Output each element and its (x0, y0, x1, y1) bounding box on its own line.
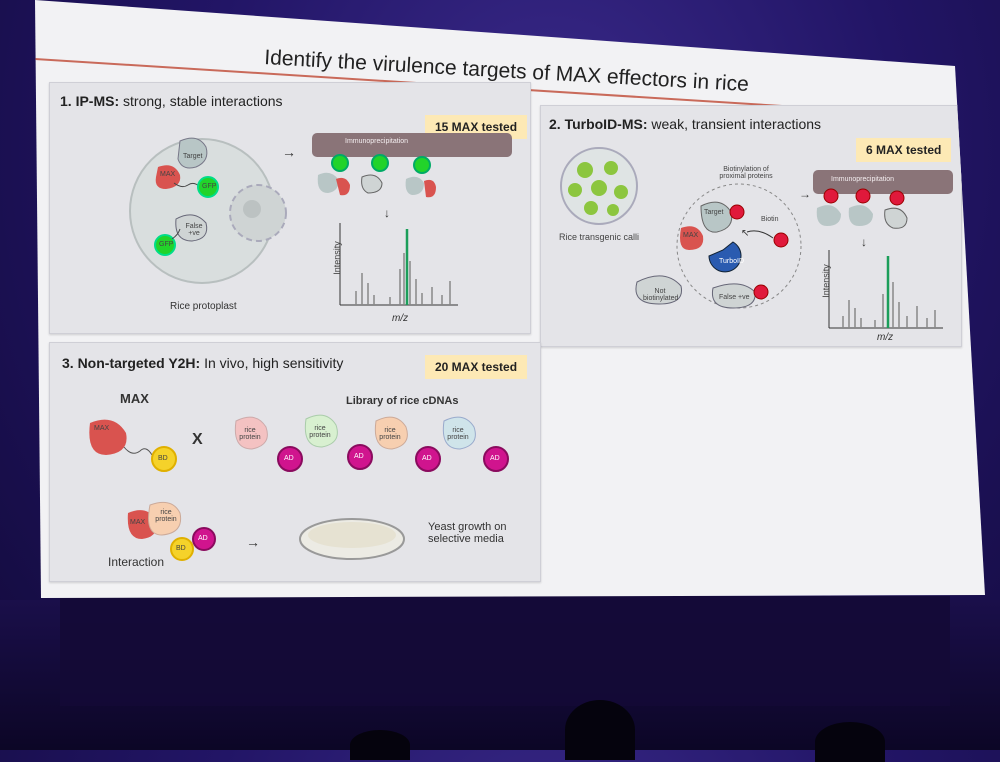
biotin-tag (729, 204, 745, 220)
stage-backdrop (60, 596, 950, 706)
ip-bar (312, 133, 512, 157)
false-positive-shape (711, 283, 756, 309)
y-axis-label: Intensity (820, 264, 831, 298)
rice-protein-label: rice protein (239, 427, 261, 441)
biotinylation-label: Biotinylation of proximal proteins (719, 166, 773, 180)
ad-label: AD (354, 453, 364, 460)
panel-turboid-ms: 2. TurboID-MS: weak, transient interacti… (540, 105, 962, 347)
max-label: MAX (160, 171, 176, 178)
ip-bar (813, 170, 953, 194)
x-axis-label: m/z (877, 332, 894, 343)
svg-text:→: → (246, 534, 260, 550)
panel-y2h: 3. Non-targeted Y2H: In vivo, high sensi… (49, 342, 541, 582)
library-heading: Library of rice cDNAs (346, 395, 459, 407)
svg-text:↓: ↓ (861, 235, 867, 249)
page-number: 6 (993, 563, 999, 574)
yeast-growth-caption: Yeast growth on selective media (428, 521, 507, 545)
audience-head (815, 722, 885, 762)
ad-label: AD (422, 455, 432, 462)
rice-protein-label: rice protein (379, 427, 401, 441)
max-label: MAX (94, 425, 110, 432)
ad-label: AD (198, 535, 208, 542)
y-axis-label: Intensity (331, 241, 342, 275)
ms-spectrum (842, 282, 936, 328)
ip-bar-label: Immunoprecipitation (345, 138, 409, 145)
target-protein-shape (177, 137, 208, 169)
calli-caption: Rice transgenic calli (559, 232, 640, 242)
panel-turboid-ms-title: 2. TurboID-MS: weak, transient interacti… (549, 116, 822, 132)
gfp-tag (154, 234, 176, 256)
biotin-tag (753, 284, 769, 300)
panel-ip-ms-title: 1. IP-MS: strong, stable interactions (60, 93, 283, 109)
svg-text:↓: ↓ (384, 206, 390, 220)
max-heading: MAX (120, 391, 149, 406)
false-positive-label: False +ve (185, 223, 203, 237)
bd-domain (170, 537, 194, 561)
panel-y2h-title: 3. Non-targeted Y2H: In vivo, high sensi… (62, 355, 344, 371)
gfp-label: GFP (202, 183, 217, 190)
biotin-label: Biotin (761, 216, 779, 223)
rice-protein-label: rice protein (447, 427, 469, 441)
ms-spectrum (355, 253, 451, 305)
ip-bar-label: Immunoprecipitation (831, 176, 895, 183)
rice-protein-label: rice protein (155, 509, 177, 523)
rice-protein-label: rice protein (309, 425, 331, 439)
max-tested-badge: 20 MAX tested (425, 355, 528, 379)
cross-symbol: X (192, 431, 203, 448)
max-label: MAX (130, 519, 146, 526)
bd-domain (151, 446, 177, 472)
max-protein-shape (680, 226, 704, 250)
audience-head (565, 700, 635, 760)
calli-clusters (568, 161, 628, 216)
ad-label: AD (490, 455, 500, 462)
ip-ms-diagram: → ↓ (129, 133, 512, 306)
svg-text:→: → (799, 187, 811, 201)
not-biotinylated-label: Not biotinylated (643, 288, 679, 302)
biotin-tag (773, 232, 789, 248)
protoplast-caption: Rice protoplast (170, 301, 237, 312)
gfp-label: GFP (159, 241, 174, 248)
ip-complexes (317, 154, 436, 198)
y2h-diagram: → (89, 414, 509, 561)
bd-label: BD (158, 455, 168, 462)
x-axis-label: m/z (392, 313, 409, 324)
gfp-tag (197, 176, 219, 198)
interaction-caption: Interaction (108, 555, 165, 569)
svg-text:→: → (282, 144, 296, 160)
not-biotinylated-shape (635, 275, 683, 305)
target-protein-shape (700, 201, 733, 233)
audience-head (350, 730, 410, 760)
ad-label: AD (284, 455, 294, 462)
rice-cdna-library (234, 414, 509, 472)
ad-domain (192, 527, 216, 551)
rice-protein-shape (148, 501, 182, 536)
turboid-ms-diagram: ↖ → ↓ (560, 147, 953, 329)
turboid-enzyme (708, 241, 742, 273)
presentation-slide: Identify the virulence targets of MAX ef… (35, 0, 985, 598)
false-positive-label: False +ve (719, 294, 750, 301)
max-label: MAX (683, 232, 699, 239)
target-label: Target (704, 209, 724, 216)
svg-text:↖: ↖ (741, 228, 749, 239)
false-positive-shape (175, 214, 208, 242)
target-label: Target (183, 153, 203, 160)
nucleolus (243, 200, 261, 218)
ip-complexes (816, 188, 908, 229)
turboid-label: TurboID (719, 258, 745, 265)
max-tested-badge: 6 MAX tested (856, 138, 952, 162)
panel-ip-ms: 1. IP-MS: strong, stable interactions 15… (49, 82, 531, 334)
max-protein-shape (89, 419, 127, 455)
bd-label: BD (176, 545, 186, 552)
